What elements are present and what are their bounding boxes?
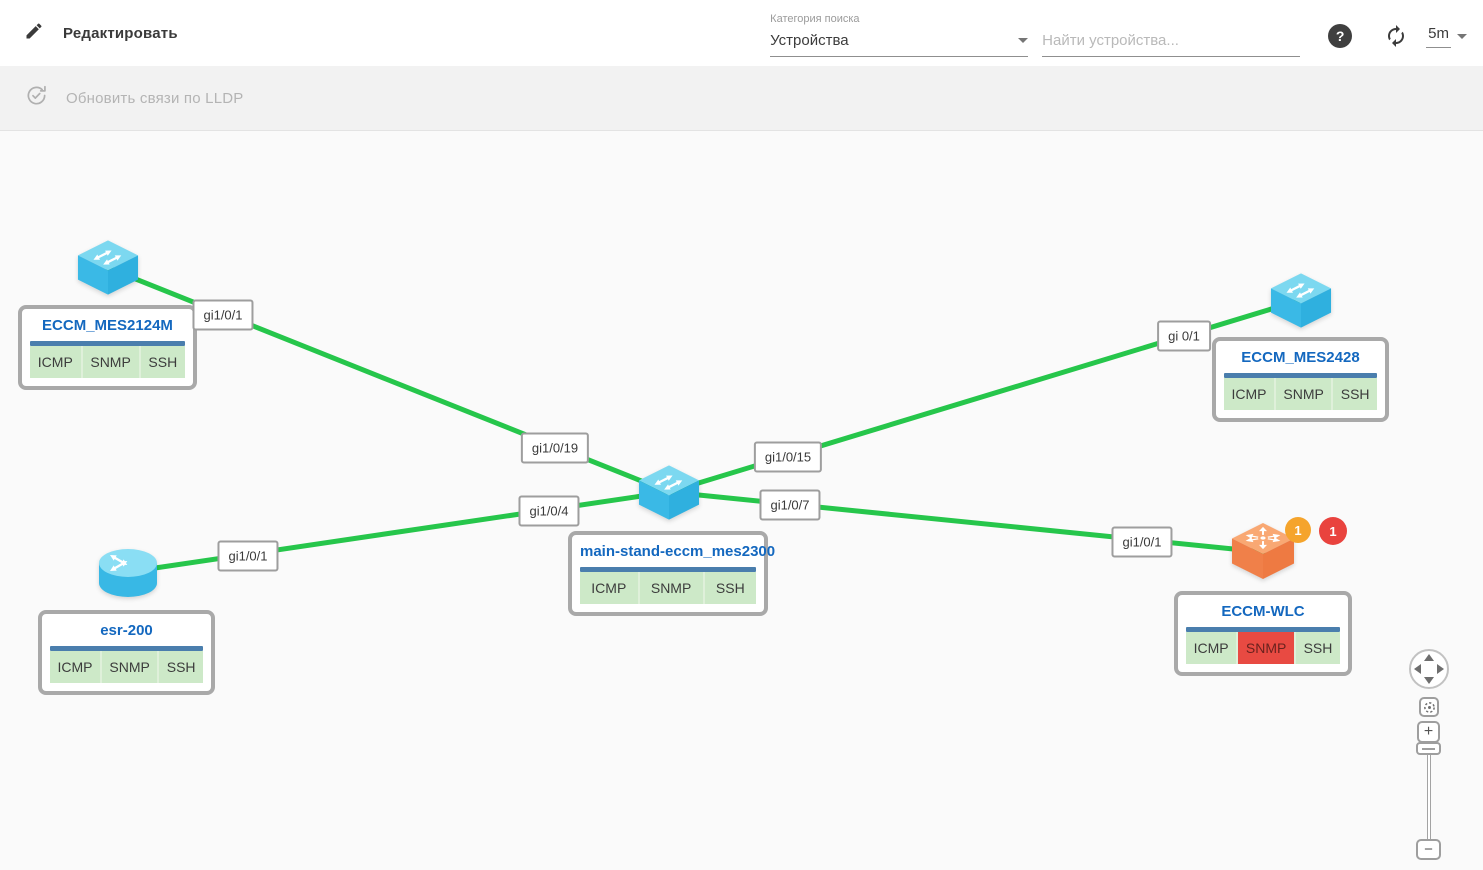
pan-down-icon[interactable] xyxy=(1424,677,1434,684)
port-label[interactable]: gi1/0/15 xyxy=(753,441,823,473)
lldp-refresh-button[interactable]: Обновить связи по LLDP xyxy=(66,89,244,107)
actions-bar: Обновить связи по LLDP xyxy=(0,66,1483,131)
wireless-controller-icon[interactable] xyxy=(1231,521,1295,581)
zoom-slider-handle[interactable] xyxy=(1416,742,1441,755)
zoom-in-button[interactable]: + xyxy=(1417,721,1440,743)
protocol-badge-ssh: SSH xyxy=(140,346,185,378)
help-icon[interactable]: ? xyxy=(1328,24,1353,48)
card-divider xyxy=(30,341,185,346)
edit-button[interactable]: Редактировать xyxy=(24,21,178,46)
pan-up-icon[interactable] xyxy=(1424,654,1434,661)
protocol-badge-icmp: ICMP xyxy=(50,651,100,683)
router-icon[interactable] xyxy=(98,545,158,599)
card-divider xyxy=(1186,627,1340,632)
protocol-badge-snmp: SNMP xyxy=(101,651,158,683)
card-divider xyxy=(1224,373,1377,378)
protocol-badge-ssh: SSH xyxy=(1295,632,1340,664)
node-card-esr-200[interactable]: esr-200 ICMP SNMP SSH xyxy=(38,610,215,695)
protocol-badge-snmp: SNMP xyxy=(639,572,703,604)
protocol-badge-snmp-error: SNMP xyxy=(1238,632,1294,664)
node-card-main-stand-eccm-mes2300[interactable]: main-stand-eccm_mes2300 ICMP SNMP SSH xyxy=(568,531,776,616)
port-label[interactable]: gi1/0/1 xyxy=(192,299,254,331)
edit-button-label: Редактировать xyxy=(63,24,178,42)
protocol-badge-ssh: SSH xyxy=(1333,378,1378,410)
zoom-out-button[interactable]: − xyxy=(1416,839,1441,860)
search-category-value: Устройства xyxy=(770,32,849,49)
node-title: esr-200 xyxy=(100,622,153,639)
protocol-badge-snmp: SNMP xyxy=(1275,378,1332,410)
node-title: ECCM_MES2124M xyxy=(42,317,173,334)
protocol-badge-icmp: ICMP xyxy=(1224,378,1274,410)
refresh-icon[interactable] xyxy=(1384,24,1408,48)
switch-icon[interactable] xyxy=(638,464,700,521)
protocol-badge-icmp: ICMP xyxy=(1186,632,1237,664)
port-label[interactable]: gi1/0/4 xyxy=(518,495,580,527)
pan-right-icon[interactable] xyxy=(1437,664,1444,674)
node-card-eccm-wlc[interactable]: ECCM-WLC ICMP SNMP SSH xyxy=(1174,591,1352,676)
protocol-badge-ssh: SSH xyxy=(704,572,756,604)
port-label[interactable]: gi1/0/1 xyxy=(217,540,279,572)
chevron-down-icon xyxy=(1457,33,1467,39)
sync-check-icon xyxy=(25,84,48,112)
node-card-eccm-mes2428[interactable]: ECCM_MES2428 ICMP SNMP SSH xyxy=(1212,337,1389,422)
chevron-down-icon xyxy=(1018,38,1029,43)
switch-icon[interactable] xyxy=(77,239,139,296)
topology-canvas[interactable]: ECCM_MES2124M ICMP SNMP SSH ECCM_MES2428… xyxy=(0,131,1483,870)
port-label[interactable]: gi 0/1 xyxy=(1157,320,1211,352)
protocol-badge-icmp: ICMP xyxy=(30,346,81,378)
refresh-interval-select[interactable]: 5m xyxy=(1426,25,1467,48)
zoom-slider-track[interactable] xyxy=(1427,745,1431,845)
port-label[interactable]: gi1/0/1 xyxy=(1111,526,1173,558)
search-category-label: Категория поиска xyxy=(770,13,860,25)
protocol-badge-icmp: ICMP xyxy=(580,572,638,604)
port-label[interactable]: gi1/0/7 xyxy=(759,489,821,521)
fit-view-button[interactable] xyxy=(1419,697,1439,717)
header-icons: ? 5m xyxy=(1328,24,1467,48)
protocol-badge-ssh: SSH xyxy=(159,651,204,683)
card-divider xyxy=(580,567,756,572)
device-search-field xyxy=(1042,32,1301,57)
node-card-eccm-mes2124m[interactable]: ECCM_MES2124M ICMP SNMP SSH xyxy=(18,305,197,390)
node-title: main-stand-eccm_mes2300 xyxy=(580,543,776,560)
pan-control[interactable] xyxy=(1409,649,1449,689)
node-title: ECCM_MES2428 xyxy=(1241,349,1360,366)
card-divider xyxy=(50,646,203,651)
pencil-icon xyxy=(24,21,44,46)
search-input[interactable] xyxy=(1042,32,1301,57)
search-category-select[interactable]: Категория поиска Устройства xyxy=(770,13,1029,57)
port-label[interactable]: gi1/0/19 xyxy=(520,432,590,464)
switch-icon[interactable] xyxy=(1270,272,1332,329)
protocol-badge-snmp: SNMP xyxy=(82,346,139,378)
top-toolbar: Редактировать Категория поиска Устройств… xyxy=(0,0,1483,66)
error-count-badge[interactable]: 1 xyxy=(1319,517,1347,545)
header-right: Категория поиска Устройства ? 5m xyxy=(770,0,1467,66)
refresh-interval-value: 5m xyxy=(1426,25,1451,48)
warning-count-badge[interactable]: 1 xyxy=(1285,517,1311,543)
topology-edges xyxy=(105,265,1304,575)
node-title: ECCM-WLC xyxy=(1221,603,1305,620)
pan-left-icon[interactable] xyxy=(1414,664,1421,674)
